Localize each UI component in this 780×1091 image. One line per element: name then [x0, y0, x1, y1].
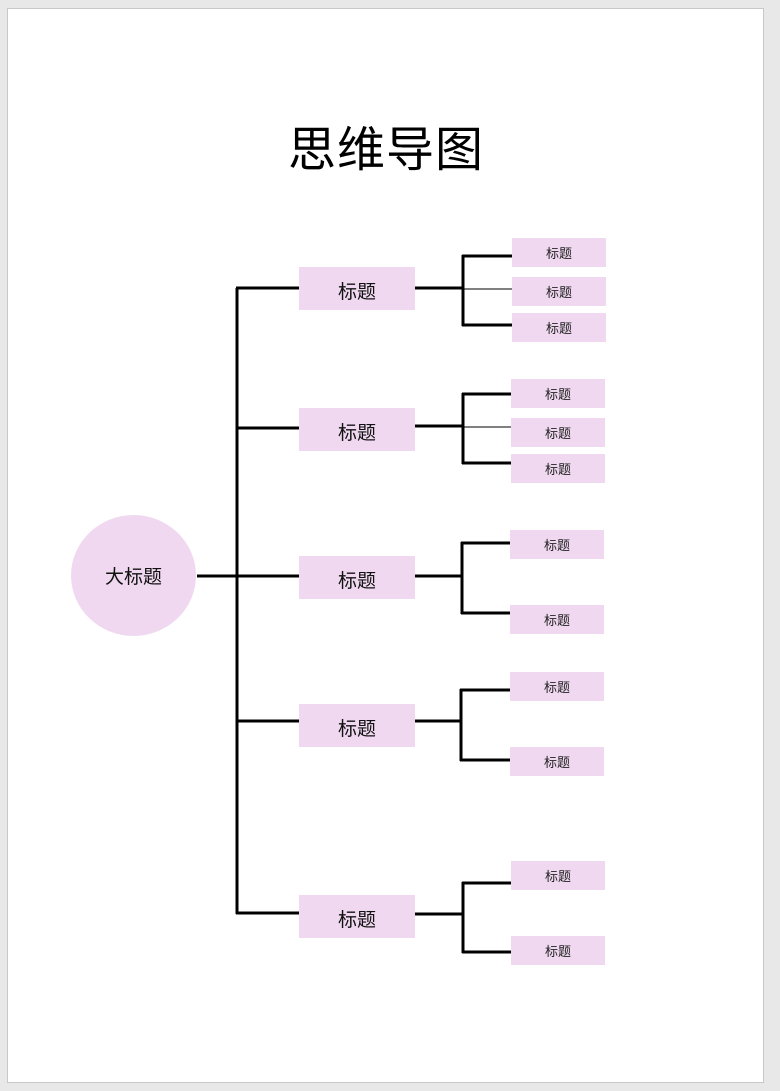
leaf-node[interactable]: 标题	[511, 936, 605, 965]
leaf-node[interactable]: 标题	[511, 861, 605, 890]
root-node[interactable]: 大标题	[71, 515, 196, 636]
leaf-node[interactable]: 标题	[512, 313, 606, 342]
branch-node-1[interactable]: 标题	[299, 267, 415, 310]
leaf-node[interactable]: 标题	[511, 454, 605, 483]
leaf-node[interactable]: 标题	[511, 379, 605, 408]
branch-node-4[interactable]: 标题	[299, 704, 415, 747]
page-title: 思维导图	[287, 122, 484, 178]
leaf-node[interactable]: 标题	[510, 672, 604, 701]
leaf-node[interactable]: 标题	[510, 530, 604, 559]
branch-node-2[interactable]: 标题	[299, 408, 415, 451]
leaf-node[interactable]: 标题	[511, 418, 605, 447]
leaf-node[interactable]: 标题	[510, 605, 604, 634]
branch-node-3[interactable]: 标题	[299, 556, 415, 599]
leaf-node[interactable]: 标题	[510, 747, 604, 776]
branch-node-5[interactable]: 标题	[299, 895, 415, 938]
leaf-node[interactable]: 标题	[512, 277, 606, 306]
leaf-node[interactable]: 标题	[512, 238, 606, 267]
